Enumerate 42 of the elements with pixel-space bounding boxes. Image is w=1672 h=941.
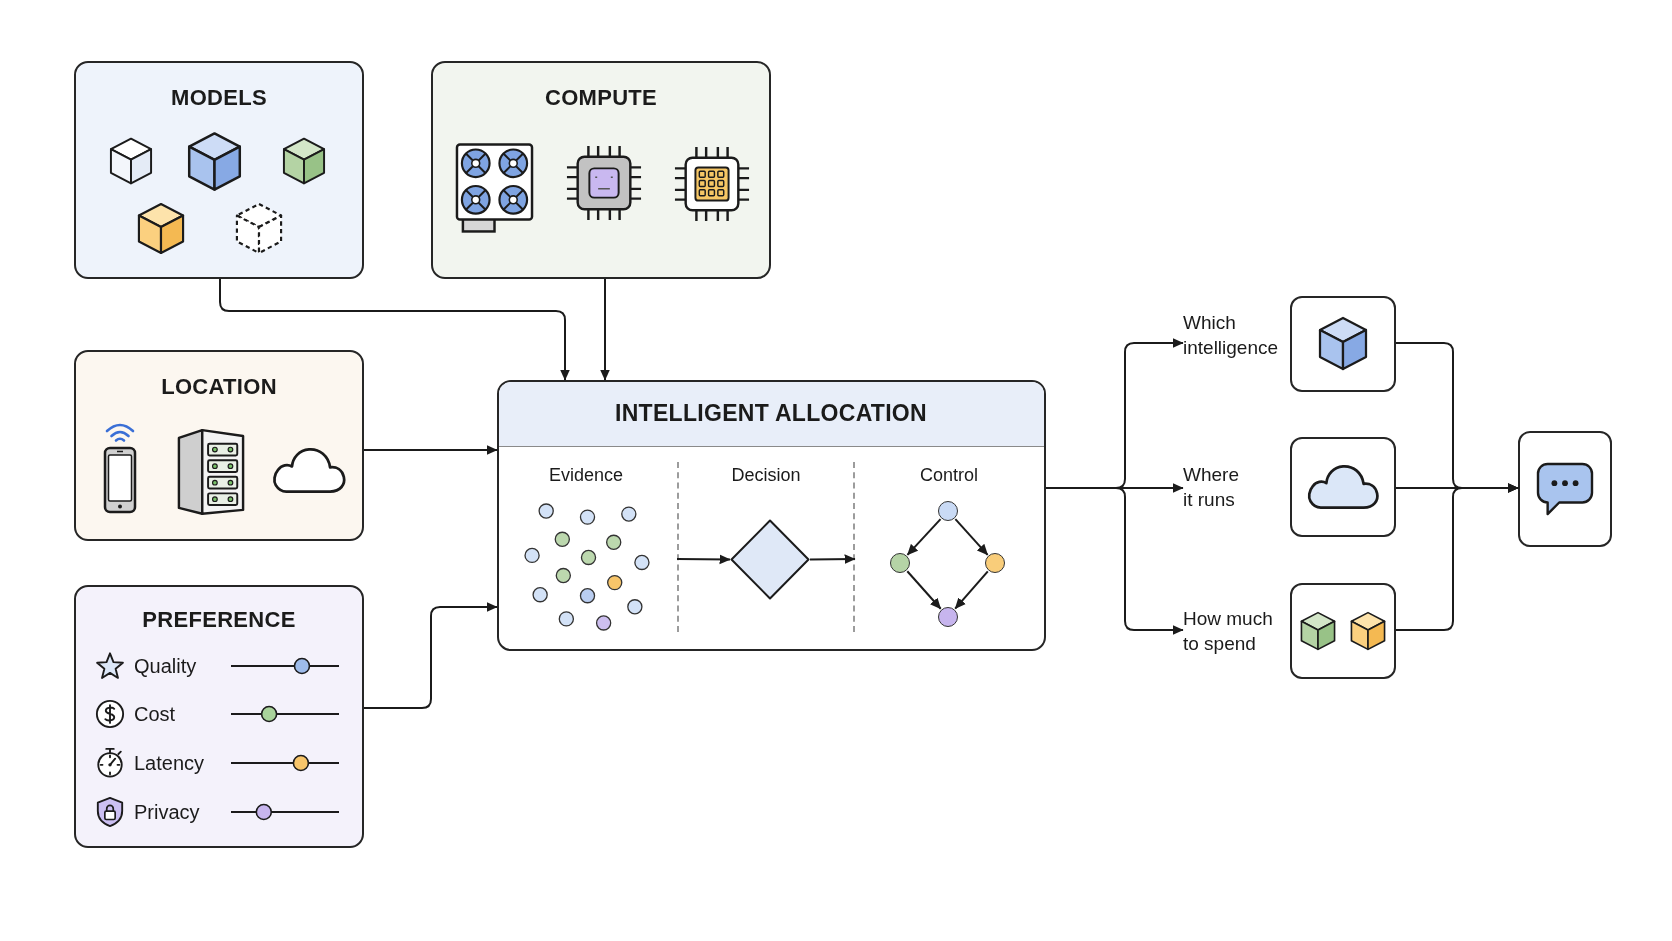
- arrow: [954, 518, 989, 556]
- arrow: [363, 445, 498, 455]
- card-title: COMPUTE: [544, 84, 658, 112]
- column-panel: [677, 462, 855, 632]
- output-label: Where it runs: [1183, 462, 1249, 512]
- setting-label: Cost: [134, 702, 176, 726]
- arrow: [1045, 487, 1184, 635]
- category-card: [431, 61, 771, 279]
- decision-diamond: [730, 519, 810, 600]
- arrow: [219, 278, 570, 381]
- icon-card: [1290, 296, 1396, 392]
- circle-node: [938, 607, 958, 627]
- category-card: [74, 585, 364, 848]
- arrow: [363, 602, 498, 709]
- arrow: [1395, 483, 1519, 631]
- circle-node: [890, 553, 910, 573]
- setting-label: Quality: [134, 654, 197, 678]
- setting-label: Privacy: [134, 800, 200, 824]
- setting-label: Latency: [134, 751, 205, 775]
- column-heading: Decision: [731, 465, 801, 487]
- circle-node: [985, 553, 1005, 573]
- arrow: [676, 554, 731, 565]
- card-title: LOCATION: [161, 373, 277, 401]
- card-title: PREFERENCE: [142, 606, 296, 634]
- column-heading: Control: [920, 465, 978, 487]
- icon-card: [1518, 431, 1612, 547]
- panel-title: INTELLIGENT ALLOCATION: [615, 400, 927, 428]
- icon-card: [1290, 437, 1396, 537]
- arrow: [600, 278, 610, 381]
- arrow: [906, 570, 942, 610]
- column-heading: Evidence: [548, 465, 624, 487]
- arrow: [809, 554, 856, 565]
- category-card: [74, 350, 364, 541]
- output-label: Which intelligence: [1183, 310, 1283, 360]
- arrow: [954, 570, 989, 610]
- card-title: MODELS: [171, 84, 267, 112]
- category-card: [74, 61, 364, 279]
- output-label: How much to spend: [1183, 606, 1283, 656]
- arrow: [906, 518, 942, 556]
- circle-node: [938, 501, 958, 521]
- allocation-panel: [497, 380, 1046, 651]
- icon-card: [1290, 583, 1396, 679]
